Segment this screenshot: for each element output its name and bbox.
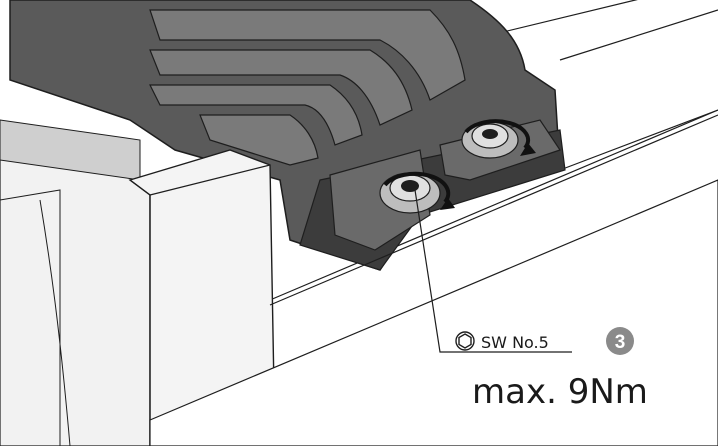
- bolt-rear: [461, 119, 536, 159]
- left-frame: [0, 119, 151, 446]
- tool-label: SW No.5: [481, 333, 549, 352]
- bolt-front: [379, 171, 455, 214]
- step-number: 3: [615, 332, 626, 353]
- cover-slats: [149, 9, 466, 166]
- tool-callout: SW No.5: [455, 331, 549, 352]
- torque-spec: max. 9Nm: [472, 372, 648, 412]
- leader-line: [414, 189, 572, 353]
- rotate-arrow-icon: [464, 119, 531, 150]
- hex-socket-icon: [455, 331, 475, 351]
- front-post: [128, 149, 276, 446]
- rotate-arrow-icon: [383, 171, 451, 204]
- step-badge: 3: [606, 327, 634, 355]
